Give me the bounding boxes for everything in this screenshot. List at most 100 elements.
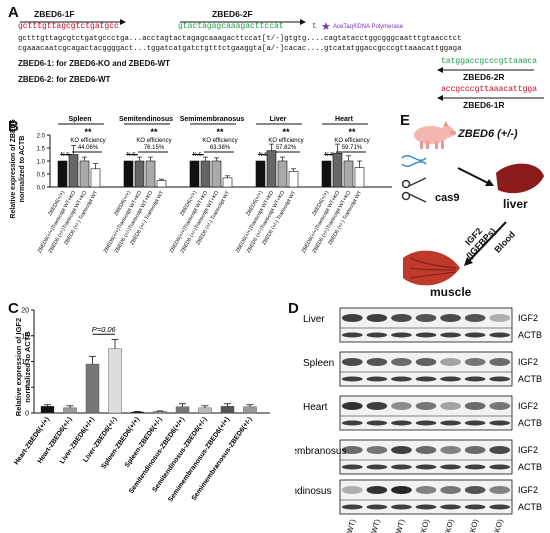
ns-label: N.S. [61,152,72,158]
note-zbed6-1: ZBED6-1: for ZBED6-KO and ZBED6-WT [18,59,170,68]
panel-c-label: C [8,300,19,317]
igf2-band [440,314,461,322]
actb-band [391,376,412,382]
igf2-expression-chart: 05101520Heart-ZBED6(+/+)Heart-ZBED6(+/-)… [13,308,270,503]
actb-band [464,332,486,338]
primer-1r-name: ZBED6-1R [463,100,505,110]
actb-band [341,332,363,338]
primer-1f-seq: gctttgttagcgtctgatgcc [18,22,119,31]
genotype-label: ZBED6 (+/-) [458,128,518,140]
y-tick-label: 0 [25,411,29,418]
actb-band [415,420,437,426]
y-tick-label: 0.5 [37,173,46,179]
bar [211,160,222,188]
igf2-band-label: IGF2 [518,401,538,411]
bar [288,171,299,188]
ko-efficiency-label: KO efficiency [268,138,303,144]
igf2-band [489,358,511,366]
igf2-band [464,486,486,494]
actb-band [489,464,511,470]
actb-band [440,376,461,382]
actb-band [464,504,486,510]
cas9-label: cas9 [435,192,460,204]
star-icon: ★ [321,21,331,33]
y-tick-label: 15 [21,333,29,340]
bar [332,152,343,188]
primer-2r-name: ZBED6-2R [463,72,505,82]
igf2-band [440,486,461,494]
significance-label: ** [282,127,290,137]
actb-band [440,332,461,338]
primer-2f-arrow [180,19,306,25]
igf2-band-label: IGF2 [518,485,538,495]
y-tick-label: 1.5 [37,147,46,153]
actb-band [464,464,486,470]
primer-2r-seq: tatggaccgcccgttaaaca [441,57,538,66]
primer-2f-t: t [312,22,317,31]
actb-band [366,504,388,510]
actb-band [341,376,363,382]
primer-1f-arrow [20,19,126,25]
panel-b-label: B [8,118,19,135]
bar [198,407,212,414]
ko-efficiency-value: 59.71% [342,145,363,151]
igf2-band [489,402,511,410]
bar [343,160,354,188]
ko-efficiency-value: 44.06% [78,145,99,151]
igf2-band [391,358,412,366]
actb-band [440,420,461,426]
actb-band [415,376,437,382]
igf2-band [440,358,461,366]
significance-label: ** [84,127,92,137]
actb-band [415,332,437,338]
igf2-band [489,446,511,454]
lane-label: 103 (WT) [390,518,407,533]
y-tick-label: 10 [21,359,29,366]
igf2-band [415,314,437,322]
bar [156,180,167,188]
actb-band [366,464,388,470]
primer-2f-name: ZBED6-2F [212,9,253,19]
group-title-4: Heart [335,116,354,123]
actb-band [341,420,363,426]
actb-band [489,376,511,382]
ko-efficiency-label: KO efficiency [136,138,171,144]
igf2-band [391,402,412,410]
muscle-label: muscle [430,285,472,299]
igf2-band [464,402,486,410]
ns-label: N.S. [325,152,336,158]
bar [277,160,288,188]
actb-band [489,420,511,426]
bar [189,160,200,188]
bar [321,160,332,188]
igf2-band [341,358,363,366]
p-value-label: P=0.06 [92,325,117,334]
bar [79,160,90,188]
actb-band [391,332,412,338]
actb-band [341,464,363,470]
actb-band [366,376,388,382]
primer-2r-arrow [437,67,534,73]
actb-band [464,420,486,426]
bar [175,406,190,414]
group-title-3: Liver [270,116,287,123]
bar [57,160,68,188]
actb-band [341,504,363,510]
tissue-label-semimembranosus: semimembranosus [295,446,346,457]
dna-icon [401,155,427,167]
bar [145,160,156,188]
primer-1r-seq: accgcccgttaaacattgga [441,85,538,94]
igf2-band [440,402,461,410]
actb-band [391,420,412,426]
lane-label: 68 (WT) [366,518,382,533]
igf2-band [464,314,486,322]
igf2-band [366,402,388,410]
bar [200,160,211,188]
bar [90,168,101,188]
lane-label: 66 (SKO) [414,518,431,533]
ns-label: N.S. [127,152,138,158]
sequence-bottom-strand: cgaaacaatcgcagactacggggact...tggatcatgat… [18,45,462,53]
bar [40,406,55,414]
